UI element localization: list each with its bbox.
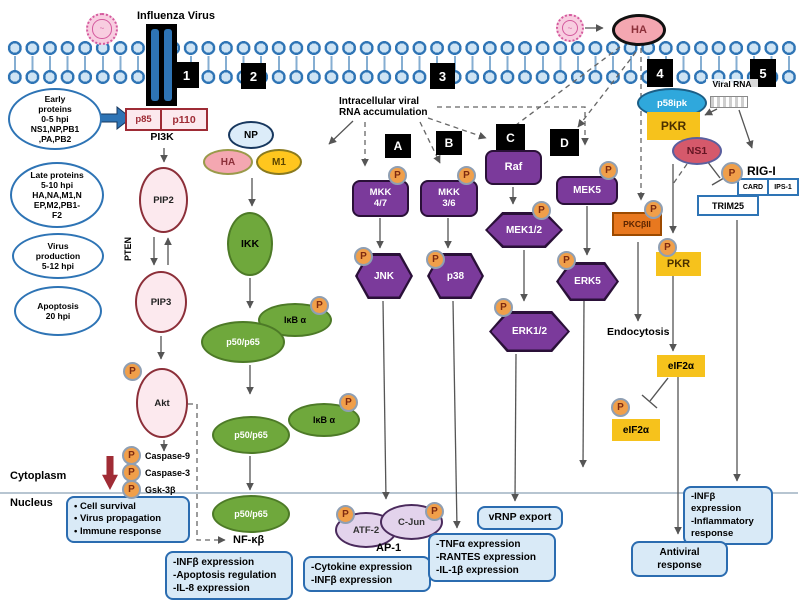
membrane-site-1: 1 (174, 62, 199, 88)
phospho-badge-rigi: P (721, 162, 743, 184)
node-mek12: MEK1/2 (485, 212, 563, 248)
label-nfkb: NF-κβ (233, 534, 265, 546)
label-erk5: ERK5 (574, 276, 601, 287)
viral-rna-icon (710, 96, 748, 108)
label-p38: p38 (446, 270, 465, 282)
node-ns1: NS1 (672, 137, 722, 165)
outcome-ap1-targets: -Cytokine expression -INFβ expression (303, 556, 431, 592)
label-erk12: ERK1/2 (511, 326, 547, 337)
node-eif2a: eIF2α (657, 355, 705, 377)
phospho-badge-erk5: P (557, 251, 576, 270)
node-p50p65-nucleus: p50/p65 (212, 495, 290, 533)
label-ap1: AP-1 (376, 542, 402, 554)
phospho-badge-eif2a: P (611, 398, 630, 417)
node-mek5: MEK5 (556, 176, 618, 205)
outcome-antiviral-response: Antiviral response (631, 541, 728, 577)
phospho-badge-jnk: P (354, 247, 373, 266)
membrane-inner-leaflet (6, 69, 798, 85)
inhibition-down-arrow-icon (102, 456, 118, 490)
label-caspase3: Caspase-3 (145, 468, 191, 478)
label-gsk3b: Gsk-3β (145, 485, 176, 495)
node-akt: Akt (136, 368, 188, 438)
outcome-nfkb-targets: -INFβ expression -Apoptosis regulation -… (165, 551, 293, 600)
label-mek12: MEK1/2 (505, 224, 543, 236)
outcome-rigi-targets: -INFβ expression -Inflammatory response (683, 486, 773, 546)
phospho-badge-akt: P (123, 362, 142, 381)
label-rigi: RIG-I (747, 164, 776, 178)
branch-a-marker: A (385, 134, 411, 158)
phospho-badge-mek12: P (532, 201, 551, 220)
node-pkr-upper: PKR (647, 112, 700, 140)
node-pi3k-complex: p85 p110 (125, 108, 208, 131)
membrane-site-2: 2 (241, 63, 266, 89)
outcome-vrnp-export: vRNP export (477, 506, 563, 530)
phospho-badge-pkcbii: P (644, 200, 663, 219)
node-pip2: PIP2 (139, 167, 188, 233)
node-raf: Raf (485, 150, 542, 185)
timeline-late-proteins: Late proteins 5-10 hpi HA,NA,M1,N EP,M2,… (10, 162, 104, 228)
influenza-virus-label: Influenza Virus (136, 10, 216, 22)
label-nucleus: Nucleus (10, 497, 53, 509)
label-viral-rna: Viral RNA (706, 79, 758, 89)
phospho-badge-mkk36: P (457, 166, 476, 185)
membrane-site-4: 4 (647, 59, 673, 87)
membrane-outer-leaflet (6, 40, 798, 56)
virus-core-icon: ~ (92, 19, 112, 39)
node-pip3: PIP3 (135, 271, 187, 333)
phospho-badge-gsk3b: P (122, 480, 141, 499)
label-cytoplasm: Cytoplasm (10, 470, 67, 482)
node-np: NP (228, 121, 274, 149)
node-p85: p85 (127, 110, 162, 129)
node-eif2a-p: eIF2α (612, 419, 660, 441)
label-pten: PTEN (123, 237, 133, 262)
node-p110: p110 (172, 113, 196, 126)
phospho-badge-ikba1: P (310, 296, 329, 315)
timeline-virus-production: Virus production 5-12 hpi (12, 233, 104, 279)
virus-particle-icon: ~ (556, 14, 584, 42)
node-ikk: IKK (227, 212, 273, 276)
membrane-tails (6, 56, 798, 70)
branch-b-marker: B (436, 131, 462, 155)
phospho-badge-atf2: P (336, 505, 355, 524)
node-ha-membrane: HA (612, 14, 666, 46)
node-mkk36: MKK 3/6 (420, 180, 478, 217)
label-caspase9: Caspase-9 (145, 451, 191, 461)
phospho-badge-mek5: P (599, 161, 618, 180)
node-m1: M1 (256, 149, 302, 175)
virus-core-icon: ~ (561, 19, 579, 37)
node-rigi-domains: CARD IPS-1 (737, 178, 799, 196)
virus-particle-icon: ~ (86, 13, 118, 45)
label-pi3k: PI3K (150, 131, 174, 143)
phospho-badge-cjun: P (425, 502, 444, 521)
label-jnk: JNK (373, 270, 394, 282)
phospho-badge-p38: P (426, 250, 445, 269)
node-pkr-lower: PKR (656, 252, 701, 276)
label-endocytosis: Endocytosis (607, 326, 670, 338)
phospho-badge-erk12: P (494, 298, 513, 317)
node-p50p65-1: p50/p65 (201, 321, 285, 363)
node-card: CARD (737, 178, 768, 196)
node-ips1: IPS-1 (768, 178, 799, 196)
timeline-early-proteins: Early proteins 0-5 hpi NS1,NP,PB1 ,PA,PB… (8, 88, 102, 150)
node-erk12: ERK1/2 (489, 311, 570, 352)
label-intracellular-rna: Intracellular viral RNA accumulation (339, 96, 428, 118)
node-p50p65-2: p50/p65 (212, 416, 290, 454)
virus-channel-icon (146, 24, 177, 106)
outcome-cell-survival: • Cell survival • Virus propagation • Im… (66, 496, 190, 544)
node-ha-cluster: HA (203, 149, 253, 175)
membrane-site-3: 3 (430, 63, 455, 89)
phospho-badge-mkk47: P (388, 166, 407, 185)
channel-bar-icon (151, 29, 159, 101)
outcome-p38-targets: -TNFα expression -RANTES expression -IL-… (428, 533, 556, 582)
phospho-badge-ikba2: P (339, 393, 358, 412)
node-mkk47: MKK 4/7 (352, 180, 409, 217)
phospho-badge-pkr: P (658, 238, 677, 257)
timeline-apoptosis: Apoptosis 20 hpi (14, 286, 102, 336)
channel-bar-icon (164, 29, 172, 101)
branch-c-marker: C (496, 124, 525, 151)
branch-d-marker: D (550, 129, 579, 156)
node-trim25: TRIM25 (697, 195, 759, 216)
